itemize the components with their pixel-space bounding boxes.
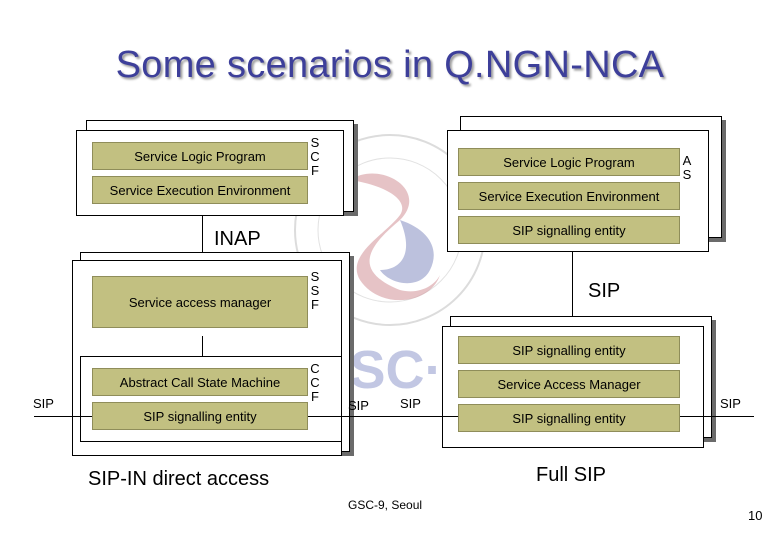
sip-label-right-edge: SIP xyxy=(720,396,741,411)
caption-sip-in-direct-access: SIP-IN direct access xyxy=(88,468,270,490)
full-sip-signalling-entity-bottom: SIP signalling entity xyxy=(458,404,680,432)
sip-label-middle-left: SIP xyxy=(348,398,369,413)
sip-line-left-edge xyxy=(34,416,92,417)
sip-label-middle-right: SIP xyxy=(400,396,421,411)
ccf-abstract-call-state-machine: Abstract Call State Machine xyxy=(92,368,308,396)
as-letter-s: S xyxy=(682,167,692,182)
scf-letters: S C F xyxy=(308,136,322,178)
ccf-letters: C C F xyxy=(308,362,322,404)
ccf-letter-c2: C xyxy=(310,375,320,390)
as-letter-a: A xyxy=(682,153,692,168)
sip-vertical-connector xyxy=(572,252,573,316)
ssf-letters: S S F xyxy=(308,270,322,312)
ccf-sip-signalling-entity: SIP signalling entity xyxy=(92,402,308,430)
scf-service-logic-program: Service Logic Program xyxy=(92,142,308,170)
ssf-service-access-manager: Service access manager xyxy=(92,276,308,328)
page-number: 10 xyxy=(748,508,763,523)
scf-letter-c: C xyxy=(310,149,320,164)
full-sip-signalling-entity-top: SIP signalling entity xyxy=(458,336,680,364)
ssf-letter-s2: S xyxy=(310,283,320,298)
full-sip-service-access-manager: Service Access Manager xyxy=(458,370,680,398)
slide-title: Some scenarios in Q.NGN-NCA xyxy=(115,44,665,86)
as-service-logic-program: Service Logic Program xyxy=(458,148,680,176)
inap-connector-line xyxy=(202,216,203,256)
scf-letter-f: F xyxy=(311,163,319,178)
footer-venue: GSC-9, Seoul xyxy=(348,498,423,512)
ssf-letter-s1: S xyxy=(310,269,320,284)
scf-letter-s: S xyxy=(310,135,320,150)
sip-vertical-label: SIP xyxy=(588,280,621,302)
sip-label-left-edge: SIP xyxy=(33,396,54,411)
ssf-letter-f: F xyxy=(311,297,319,312)
as-sip-signalling-entity: SIP signalling entity xyxy=(458,216,680,244)
ccf-letter-f: F xyxy=(311,389,319,404)
inap-label: INAP xyxy=(214,228,261,250)
as-letters: A S xyxy=(680,154,694,182)
caption-full-sip: Full SIP xyxy=(536,464,607,486)
sip-line-right-edge xyxy=(680,416,754,417)
scf-service-execution-environment: Service Execution Environment xyxy=(92,176,308,204)
sip-line-middle xyxy=(308,416,458,417)
ccf-letter-c1: C xyxy=(310,361,320,376)
ssf-ccf-connector-line xyxy=(202,336,203,356)
as-service-execution-environment: Service Execution Environment xyxy=(458,182,680,210)
